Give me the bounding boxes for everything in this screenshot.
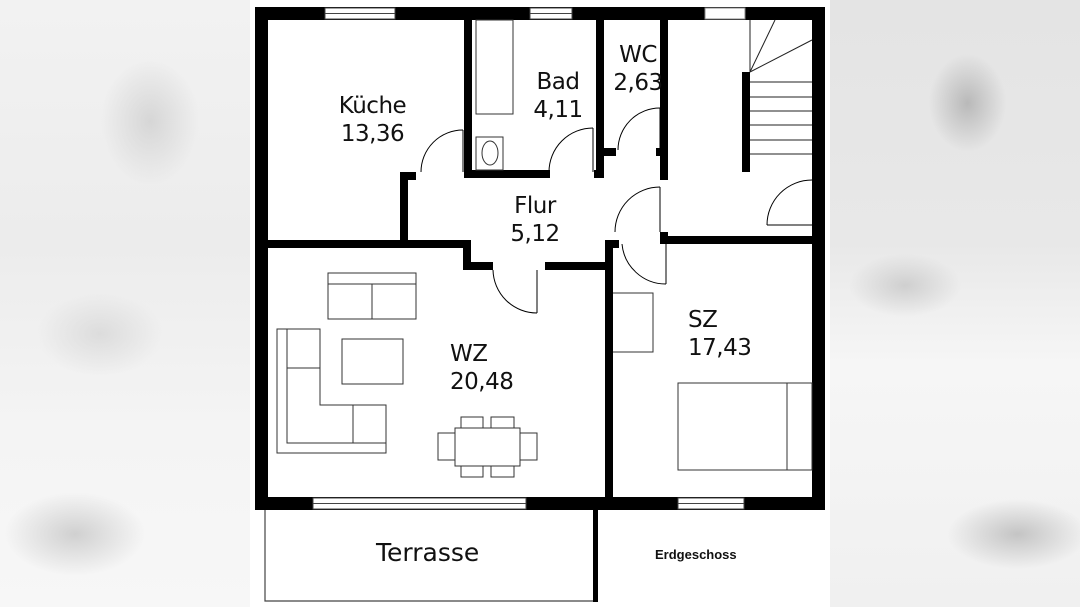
floor-plan-drawing bbox=[255, 7, 825, 602]
room-area: 4,11 bbox=[533, 97, 583, 123]
room-label-flur: Flur 5,12 bbox=[500, 192, 570, 248]
room-area: 5,12 bbox=[510, 221, 560, 247]
living-room-furniture bbox=[276, 272, 538, 478]
room-label-sz: SZ 17,43 bbox=[688, 306, 758, 362]
room-name: Küche bbox=[338, 93, 407, 119]
room-label-kueche: Küche 13,36 bbox=[320, 92, 425, 148]
room-label-wz: WZ 20,48 bbox=[450, 340, 530, 396]
terrace-outline bbox=[264, 510, 593, 602]
floor-caption: Erdgeschoss bbox=[655, 547, 737, 562]
room-area: 20,48 bbox=[450, 369, 514, 395]
windows bbox=[312, 7, 746, 510]
bedroom-furniture bbox=[613, 292, 813, 471]
room-label-bad: Bad 4,11 bbox=[526, 68, 590, 124]
doors bbox=[420, 107, 813, 314]
bathroom-fixtures bbox=[475, 19, 514, 171]
room-name: SZ bbox=[688, 307, 718, 333]
room-name: WZ bbox=[450, 341, 488, 367]
room-name: Flur bbox=[514, 193, 556, 219]
staircase bbox=[749, 19, 813, 155]
blurred-background-left bbox=[0, 0, 250, 607]
room-label-wc: WC 2,63 bbox=[608, 41, 668, 97]
room-name: Bad bbox=[536, 69, 580, 95]
room-area: 17,43 bbox=[688, 335, 752, 361]
room-area: 13,36 bbox=[340, 121, 405, 147]
blurred-background-right bbox=[830, 0, 1080, 607]
room-area: 2,63 bbox=[613, 70, 663, 96]
terrace-label: Terrasse bbox=[376, 538, 480, 567]
room-name: WC bbox=[619, 42, 657, 68]
floor-plan: Küche 13,36 Bad 4,11 WC 2,63 Flur 5,12 W… bbox=[250, 0, 830, 607]
